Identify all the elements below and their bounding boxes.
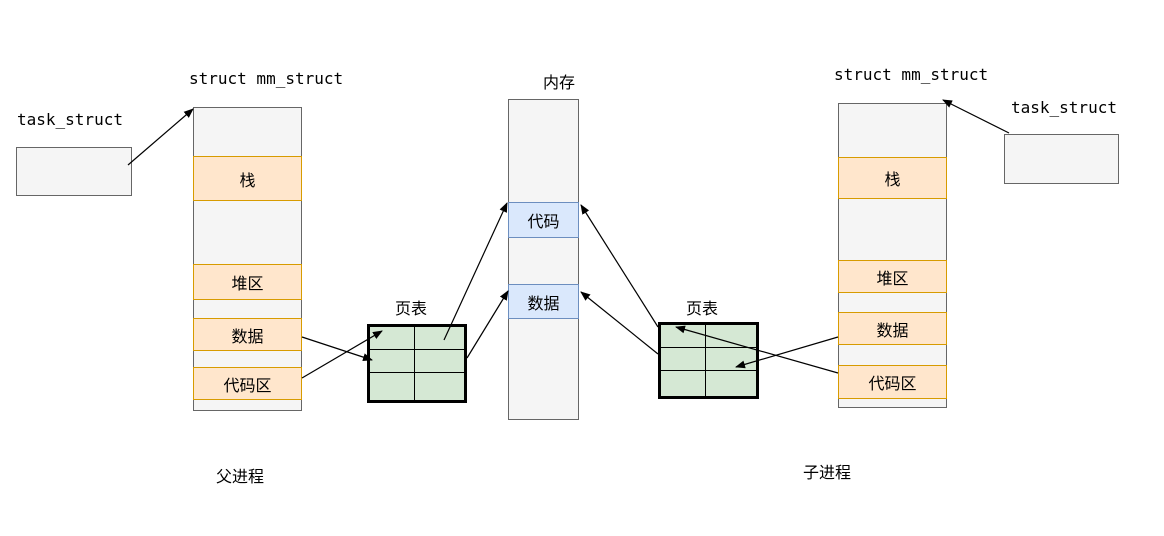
child-data-label: 数据 (876, 320, 909, 340)
parent-task-to-mm-arrow (127, 108, 194, 166)
child-pagetable-to-memory-data-arrow (580, 291, 659, 355)
parent-heap-label: 堆区 (231, 274, 264, 293)
child-page-table-cell (705, 370, 757, 397)
child-heap-segment: 堆区 (838, 260, 947, 293)
child-process-label: 子进程 (803, 463, 852, 482)
child-pagetable-to-memory-code-arrow (580, 204, 659, 328)
memory-data-label: 数据 (527, 293, 560, 313)
child-task-struct-box (1004, 134, 1119, 184)
parent-pagetable-to-memory-code-arrow (443, 202, 508, 341)
child-page-table-label: 页表 (686, 299, 719, 318)
child-heap-label: 堆区 (876, 268, 909, 288)
memory-code-label: 代码 (527, 212, 560, 231)
parent-code-label: 代码区 (223, 375, 272, 395)
parent-stack-segment: 栈 (193, 156, 302, 201)
child-task-to-mm-arrow (942, 99, 1010, 134)
parent-page-table-label: 页表 (395, 299, 428, 318)
parent-pagetable-to-memory-data-arrow (466, 290, 509, 359)
child-page-table (658, 322, 759, 399)
memory-data-segment: 数据 (508, 284, 579, 319)
parent-mm-struct-label: struct mm_struct (189, 69, 344, 88)
parent-task-struct-label: task_struct (17, 110, 123, 129)
child-data-segment: 数据 (838, 312, 947, 345)
parent-task-struct-box (16, 147, 132, 196)
child-code-to-pagetable-arrow (675, 325, 839, 374)
physical-memory-box (508, 99, 579, 420)
child-task-struct-label: task_struct (1011, 98, 1117, 117)
memory-code-segment: 代码 (508, 202, 579, 238)
parent-code-segment: 代码区 (193, 367, 302, 400)
child-stack-label: 栈 (884, 170, 901, 189)
parent-stack-label: 栈 (239, 170, 256, 190)
parent-data-label: 数据 (231, 326, 264, 346)
child-data-to-pagetable-arrow (735, 336, 839, 369)
child-stack-segment: 栈 (838, 157, 947, 199)
parent-data-segment: 数据 (193, 318, 302, 351)
child-code-segment: 代码区 (838, 365, 947, 399)
child-mm-struct-box (838, 103, 947, 408)
parent-process-label: 父进程 (216, 467, 265, 486)
memory-label: 内存 (543, 73, 576, 92)
parent-heap-segment: 堆区 (193, 264, 302, 300)
parent-code-to-pagetable-arrow (301, 330, 383, 379)
child-code-label: 代码区 (868, 374, 917, 393)
parent-data-to-pagetable-arrow (301, 336, 373, 361)
parent-page-table-cell (414, 372, 465, 401)
child-mm-struct-label: struct mm_struct (834, 65, 989, 84)
parent-page-table (367, 324, 467, 403)
